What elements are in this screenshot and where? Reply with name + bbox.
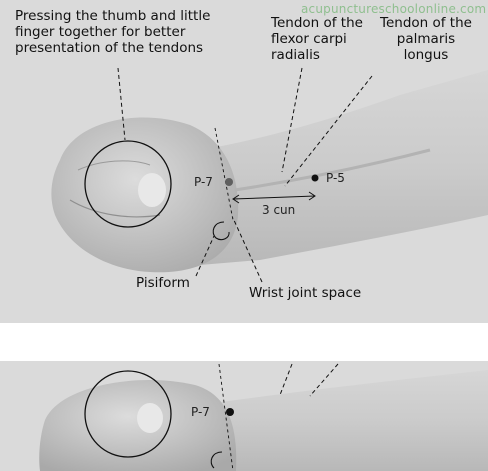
p7-label: P-7: [194, 175, 213, 189]
pisiform-mark: [212, 221, 230, 241]
leader-flexor-lower: [279, 363, 293, 396]
flexor-line-1: Tendon of the: [271, 15, 363, 31]
leader-flexor: [281, 67, 303, 173]
panel-separator: [0, 323, 488, 361]
p7-label-lower: P-7: [191, 405, 210, 419]
flexor-line-3: radialis: [271, 47, 320, 63]
palmaris-line-1: Tendon of the: [380, 15, 472, 31]
thumb-note-line-2: finger together for better: [15, 24, 186, 40]
palmaris-line-2: palmaris: [396, 31, 456, 47]
leader-wrist-space: [232, 217, 263, 283]
cun-arrow-left: [232, 194, 240, 204]
pisiform-label: Pisiform: [136, 275, 190, 291]
knuckle-fold: [69, 199, 161, 218]
forearm: [200, 70, 488, 265]
cun-measure-line: [232, 195, 316, 200]
cun-arrow-right: [308, 191, 316, 201]
wrist-space-label: Wrist joint space: [249, 285, 362, 301]
tendon-ridge: [234, 148, 431, 192]
thumb-tip-lower: [137, 403, 163, 433]
finger-fold: [77, 160, 151, 171]
thumb-note-line-3: presentation of the tendons: [15, 40, 204, 56]
thumb-tip: [138, 173, 166, 207]
distance-label: 3 cun: [262, 203, 296, 217]
thumb-circle-lower: [84, 370, 172, 458]
flexor-line-2: flexor carpi: [271, 31, 347, 47]
thumb-note-label: Pressing the thumb and little finger tog…: [15, 8, 210, 56]
thumb-circle: [84, 140, 172, 228]
palmaris-tendon-label: Tendon of the palmaris longus: [380, 15, 472, 63]
fist-lower: [39, 380, 237, 471]
p7-point-lower: [226, 408, 234, 416]
thumb-note-line-1: Pressing the thumb and little: [15, 8, 211, 24]
leader-palmaris-lower: [309, 363, 339, 397]
leader-thumb-note: [117, 67, 126, 141]
pisiform-mark-lower: [210, 451, 223, 469]
p5-point: [311, 174, 319, 182]
flexor-tendon-label: Tendon of the flexor carpi radialis: [271, 15, 363, 63]
wrist-crease-line: [214, 127, 234, 221]
p5-label: P-5: [326, 171, 345, 185]
forearm-lower: [200, 370, 488, 471]
leader-palmaris: [284, 75, 373, 187]
leader-pisiform: [195, 235, 215, 277]
palmaris-line-3: longus: [403, 47, 449, 63]
p7-point: [225, 178, 233, 186]
watermark: acupunctureschoolonline.com: [301, 2, 487, 16]
